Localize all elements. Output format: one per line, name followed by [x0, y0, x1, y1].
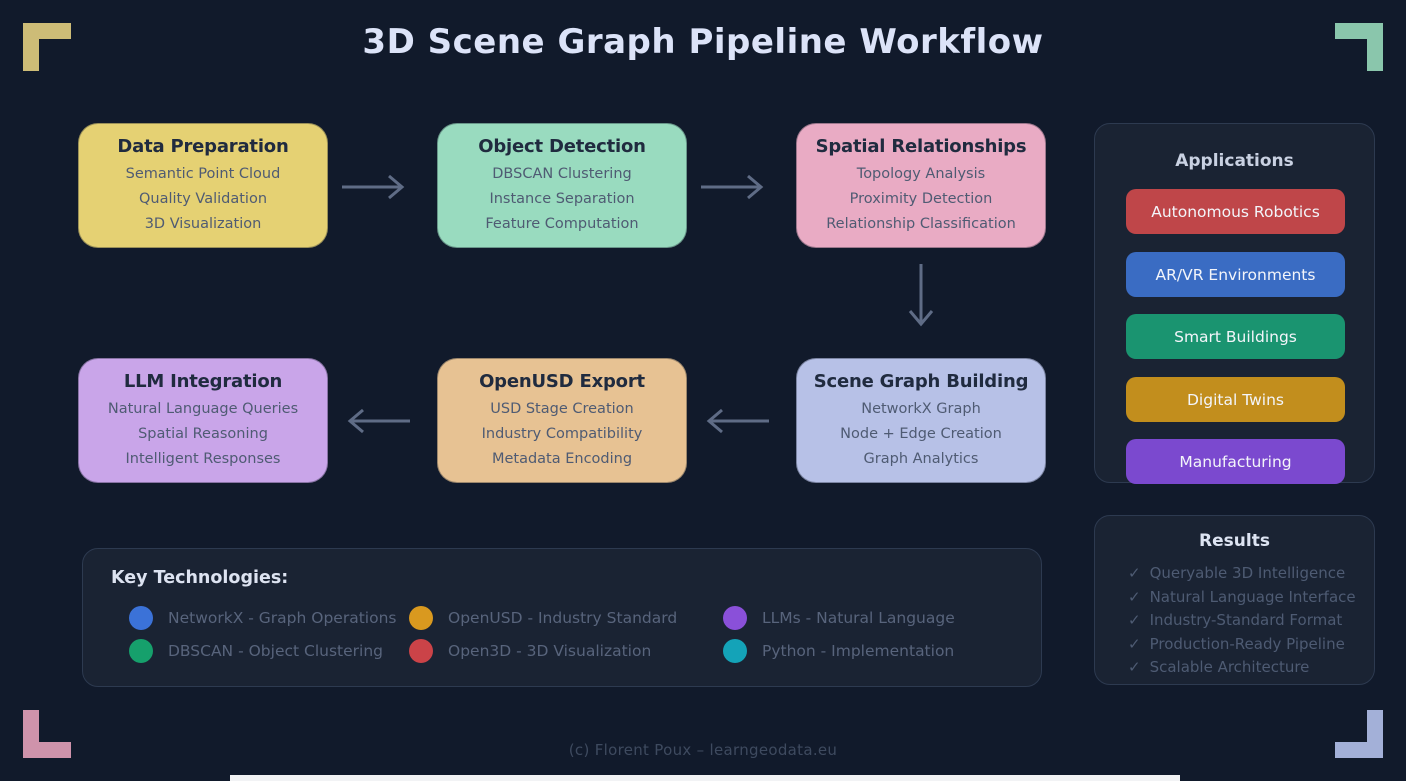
arrow-right-icon: [338, 173, 414, 201]
llms-dot-icon: [723, 606, 747, 630]
tech-item-networkx: NetworkX - Graph Operations: [129, 606, 396, 630]
corner-bracket-top-right: [1335, 23, 1383, 71]
python-dot-icon: [723, 639, 747, 663]
applications-title: Applications: [1175, 151, 1294, 171]
pipeline-box-llm-integration: LLM Integration Natural Language Queries…: [78, 358, 328, 483]
box-line: Semantic Point Cloud: [125, 166, 281, 182]
box-line: DBSCAN Clustering: [492, 166, 632, 182]
openusd-dot-icon: [409, 606, 433, 630]
arrow-left-icon: [338, 407, 414, 435]
arrow-down-icon: [907, 260, 935, 336]
open3d-dot-icon: [409, 639, 433, 663]
application-pill-manufacturing: Manufacturing: [1126, 439, 1345, 484]
box-line: 3D Visualization: [144, 216, 262, 232]
networkx-dot-icon: [129, 606, 153, 630]
results-list: ✓Queryable 3D Intelligence ✓Natural Lang…: [1128, 562, 1356, 680]
box-title: Data Preparation: [117, 136, 289, 157]
result-item: ✓Industry-Standard Format: [1128, 609, 1356, 633]
results-title: Results: [1199, 531, 1270, 551]
tech-item-dbscan: DBSCAN - Object Clustering: [129, 639, 383, 663]
box-line: Industry Compatibility: [481, 426, 643, 442]
check-icon: ✓: [1128, 564, 1141, 582]
application-pill-ar-vr-environments: AR/VR Environments: [1126, 252, 1345, 297]
dbscan-dot-icon: [129, 639, 153, 663]
box-title: LLM Integration: [123, 371, 283, 392]
application-pill-smart-buildings: Smart Buildings: [1126, 314, 1345, 359]
copyright-text: (c) Florent Poux – learngeodata.eu: [568, 741, 838, 759]
pipeline-box-scene-graph-building: Scene Graph Building NetworkX Graph Node…: [796, 358, 1046, 483]
arrow-left-icon: [697, 407, 773, 435]
pipeline-box-object-detection: Object Detection DBSCAN Clustering Insta…: [437, 123, 687, 248]
box-title: Object Detection: [478, 136, 646, 157]
box-line: NetworkX Graph: [861, 401, 981, 417]
pipeline-box-openusd-export: OpenUSD Export USD Stage Creation Indust…: [437, 358, 687, 483]
box-line: Quality Validation: [138, 191, 268, 207]
box-line: Instance Separation: [489, 191, 635, 207]
box-line: Relationship Classification: [826, 216, 1016, 232]
corner-bracket-top-left: [23, 23, 71, 71]
corner-bracket-bottom-right: [1335, 710, 1383, 758]
box-line: Node + Edge Creation: [840, 426, 1002, 442]
result-item: ✓Queryable 3D Intelligence: [1128, 562, 1356, 586]
box-line: Natural Language Queries: [107, 401, 299, 417]
application-pill-digital-twins: Digital Twins: [1126, 377, 1345, 422]
application-pill-autonomous-robotics: Autonomous Robotics: [1126, 189, 1345, 234]
tech-item-open3d: Open3D - 3D Visualization: [409, 639, 651, 663]
box-line: Graph Analytics: [863, 451, 979, 467]
tech-item-openusd: OpenUSD - Industry Standard: [409, 606, 677, 630]
box-line: USD Stage Creation: [490, 401, 634, 417]
box-line: Spatial Reasoning: [138, 426, 268, 442]
bottom-edge-strip: [230, 775, 1180, 781]
pipeline-box-data-preparation: Data Preparation Semantic Point Cloud Qu…: [78, 123, 328, 248]
box-title: OpenUSD Export: [479, 371, 645, 392]
box-line: Proximity Detection: [849, 191, 993, 207]
box-line: Feature Computation: [485, 216, 639, 232]
key-technologies-title: Key Technologies:: [111, 568, 289, 588]
page-title: 3D Scene Graph Pipeline Workflow: [362, 22, 1044, 62]
result-item: ✓Production-Ready Pipeline: [1128, 633, 1356, 657]
pipeline-box-spatial-relationships: Spatial Relationships Topology Analysis …: [796, 123, 1046, 248]
check-icon: ✓: [1128, 587, 1141, 606]
result-item: ✓Natural Language Interface: [1128, 586, 1356, 610]
box-title: Spatial Relationships: [815, 136, 1027, 157]
check-icon: ✓: [1128, 658, 1141, 676]
tech-item-python: Python - Implementation: [723, 639, 954, 663]
check-icon: ✓: [1128, 634, 1141, 653]
check-icon: ✓: [1128, 611, 1141, 629]
box-line: Intelligent Responses: [125, 451, 281, 467]
results-panel: Results ✓Queryable 3D Intelligence ✓Natu…: [1094, 515, 1375, 685]
box-title: Scene Graph Building: [813, 371, 1029, 392]
key-technologies-panel: Key Technologies: NetworkX - Graph Opera…: [82, 548, 1042, 687]
tech-item-llms: LLMs - Natural Language: [723, 606, 955, 630]
arrow-right-icon: [697, 173, 773, 201]
box-line: Topology Analysis: [856, 166, 986, 182]
corner-bracket-bottom-left: [23, 710, 71, 758]
applications-panel: Applications Autonomous Robotics AR/VR E…: [1094, 123, 1375, 484]
box-line: Metadata Encoding: [491, 451, 633, 467]
result-item: ✓Scalable Architecture: [1128, 656, 1356, 680]
